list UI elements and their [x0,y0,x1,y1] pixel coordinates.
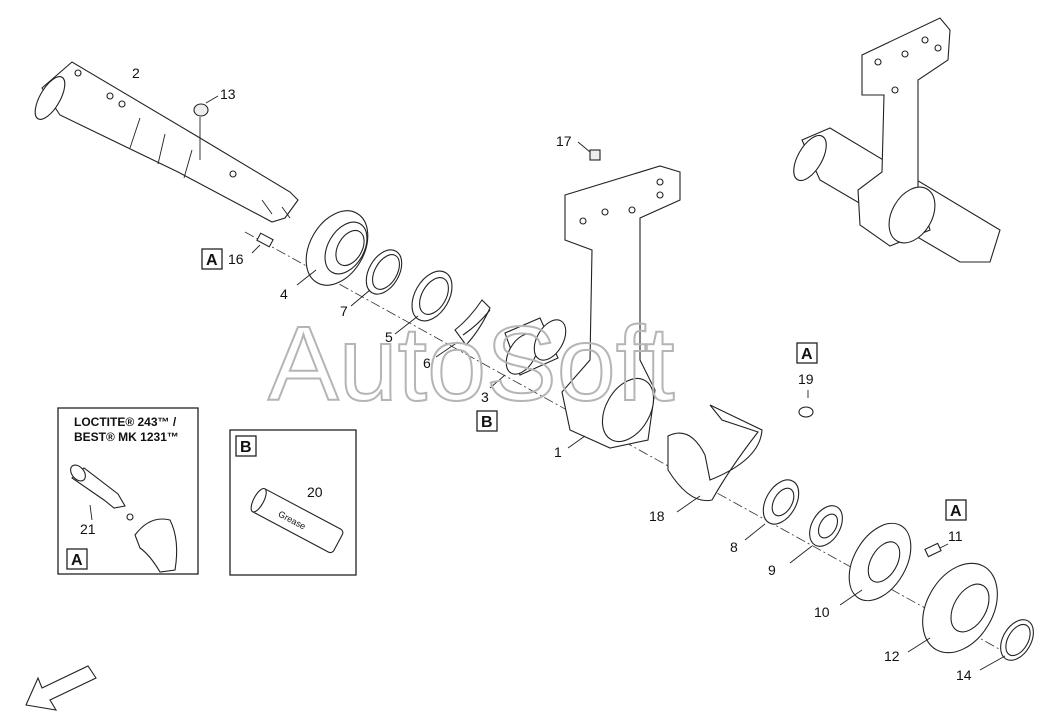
grease-nipple-part-17 [577,141,601,161]
ref-tag-b-3: B [476,410,498,432]
screw-part-19 [798,390,814,418]
svg-text:B: B [481,414,493,431]
circlip-part-14 [979,619,1034,671]
callout-17: 17 [556,133,572,149]
callout-16: 16 [228,251,244,267]
callout-13: 13 [220,86,236,102]
callout-20: 20 [307,484,323,500]
assembled-view [793,17,1001,263]
callout-7: 7 [340,303,348,319]
ref-tag-a-11: A [945,499,967,521]
adhesive-bottle-icon [70,464,134,521]
callout-12: 12 [884,648,900,664]
svg-text:A: A [801,346,813,363]
grease-tube-icon: Grease [250,487,344,554]
seal-part-5 [394,270,453,335]
legend-box-b: B Grease 20 [229,429,357,576]
shell-part-18 [667,404,763,513]
shaft-part-2 [34,61,299,223]
legend-box-a: LOCTITE® 243™ / BEST® MK 1231™ 21 A [57,407,199,575]
housing-part-12 [907,562,998,654]
ref-tag-a-19: A [796,342,818,364]
legend-a-line2: BEST® MK 1231™ [74,430,179,444]
callout-6: 6 [423,355,431,371]
bushing-part-3 [489,317,567,389]
callout-10: 10 [814,604,830,620]
screw-part-16 [251,232,274,254]
lockplate-part-9 [789,505,843,564]
direction-arrow-icon [25,665,97,711]
legend-a-tag: A [71,552,83,569]
plug-part-13 [193,95,219,160]
callout-3: 3 [481,389,489,405]
callout-4: 4 [280,286,288,302]
screw-part-11 [924,542,949,558]
callout-9: 9 [768,562,776,578]
legend-b-tag: B [240,439,252,456]
hand-icon [134,518,178,573]
ref-tag-a-16: A [201,248,223,270]
callout-21: 21 [80,521,96,537]
svg-text:A: A [950,503,962,520]
legend-a-line1: LOCTITE® 243™ / [74,415,177,429]
callout-5: 5 [385,329,393,345]
callout-2: 2 [132,65,140,81]
svg-text:A: A [206,252,218,269]
callout-14: 14 [956,667,972,683]
callout-19: 19 [798,371,814,387]
watermark: AutoSoft [268,305,675,423]
callout-8: 8 [730,539,738,555]
callout-18: 18 [649,508,665,524]
flange-part-10 [839,522,912,606]
flange-part-4 [296,210,369,286]
washer-part-8 [744,479,800,541]
ring-part-7 [350,249,403,307]
bushing-part-6 [435,299,491,358]
callout-1: 1 [554,444,562,460]
arm-part-1 [561,165,681,449]
callout-11: 11 [948,528,963,544]
